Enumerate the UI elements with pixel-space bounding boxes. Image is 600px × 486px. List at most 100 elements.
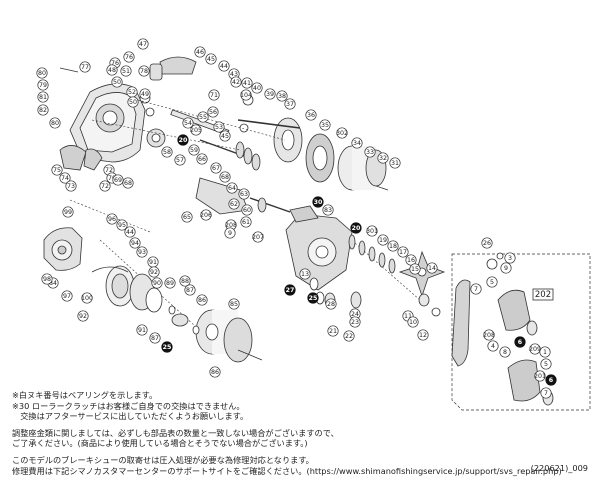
part-number: 45 bbox=[221, 133, 229, 140]
part-label-circle bbox=[219, 171, 231, 183]
part-label-circle bbox=[500, 262, 512, 274]
part-label-circle bbox=[218, 60, 230, 72]
part-label-circle bbox=[364, 146, 376, 158]
part-label-circle bbox=[417, 329, 429, 341]
badge-circle bbox=[161, 341, 173, 353]
part-label-circle bbox=[207, 106, 219, 118]
part-label: 80 bbox=[49, 117, 61, 129]
part-label: 41 bbox=[241, 77, 253, 89]
part-label: 50 bbox=[111, 76, 123, 88]
part-label-circle bbox=[137, 38, 149, 50]
part-number: 46 bbox=[196, 49, 204, 56]
part-label: 61 bbox=[240, 216, 252, 228]
part-number: 82 bbox=[39, 107, 47, 114]
part-label-circle bbox=[190, 124, 202, 136]
part-number: 208 bbox=[483, 332, 495, 339]
main-gear bbox=[273, 117, 303, 163]
part-number: 5 bbox=[544, 361, 548, 368]
part-label: 75 bbox=[51, 164, 63, 176]
part-label-circle bbox=[200, 209, 212, 221]
bearings-lower bbox=[309, 277, 362, 309]
badge-number: 30 bbox=[314, 199, 323, 206]
part-label: 5 bbox=[486, 276, 498, 288]
badge-number: 6 bbox=[518, 339, 523, 346]
part-label: 96 bbox=[106, 213, 118, 225]
note-line: ご了承ください。(商品により使用している場合とそうでない場合がございます。) bbox=[12, 438, 308, 449]
part-label: 302 bbox=[336, 127, 348, 139]
part-label: 207 bbox=[252, 231, 264, 243]
badge-circle bbox=[177, 134, 189, 146]
part-label: 12 bbox=[417, 329, 429, 341]
badge-circle bbox=[312, 196, 324, 208]
part-label-circle bbox=[226, 182, 238, 194]
part-label: 7 bbox=[540, 387, 552, 399]
part-label: 94 bbox=[129, 237, 141, 249]
part-label: 31 bbox=[389, 157, 401, 169]
part-label-circle bbox=[349, 316, 361, 328]
part-number: 3 bbox=[508, 255, 512, 262]
part-label: 24 bbox=[349, 308, 361, 320]
part-label: 74 bbox=[59, 172, 71, 184]
part-label-circle bbox=[161, 146, 173, 158]
part-number: 100 bbox=[81, 295, 93, 302]
part-number: 17 bbox=[399, 249, 407, 256]
special-part-badge: 20 bbox=[177, 134, 189, 146]
part-number: 86 bbox=[198, 297, 206, 304]
part-number: 52 bbox=[128, 89, 136, 96]
part-label-circle bbox=[116, 219, 128, 231]
part-label: 99 bbox=[62, 206, 74, 218]
badge-number: 6 bbox=[549, 377, 554, 384]
part-number: 68 bbox=[221, 174, 229, 181]
main-frame-right bbox=[285, 205, 353, 291]
part-label: 55 bbox=[197, 111, 209, 123]
part-label: 205 bbox=[190, 124, 202, 136]
part-number: 15 bbox=[411, 266, 419, 273]
part-number: 9 bbox=[504, 265, 508, 272]
part-label: 39 bbox=[264, 88, 276, 100]
part-number: 67 bbox=[212, 165, 220, 172]
item-202-box bbox=[532, 288, 554, 301]
part-label: 9 bbox=[500, 262, 512, 274]
part-label-circle bbox=[343, 330, 355, 342]
special-part-badge: 25 bbox=[161, 341, 173, 353]
part-number: 87 bbox=[186, 287, 194, 294]
part-label: 17 bbox=[397, 246, 409, 258]
part-number: 80 bbox=[51, 120, 59, 127]
note-line: ※白ヌキ番号はベアリングを示します。 bbox=[12, 390, 158, 400]
part-number: 71 bbox=[210, 92, 218, 99]
part-number: 75 bbox=[53, 167, 61, 174]
handle-knob-left bbox=[59, 145, 103, 171]
part-label-circle bbox=[59, 172, 71, 184]
part-label-circle bbox=[241, 204, 253, 216]
part-label-circle bbox=[252, 231, 264, 243]
part-number: 72 bbox=[101, 183, 109, 190]
special-part-badge: 20 bbox=[350, 222, 362, 234]
part-number: 301 bbox=[366, 228, 378, 235]
part-number: 93 bbox=[138, 249, 146, 256]
part-label: 23 bbox=[349, 316, 361, 328]
part-number: 62 bbox=[230, 201, 238, 208]
part-label-circle bbox=[197, 111, 209, 123]
part-label-circle bbox=[238, 188, 250, 200]
part-number: 22 bbox=[345, 333, 353, 340]
part-label: 10 bbox=[407, 316, 419, 328]
part-number: 40 bbox=[253, 85, 261, 92]
part-number: 207 bbox=[252, 234, 264, 241]
part-number: 104 bbox=[240, 92, 252, 99]
badge-number: 25 bbox=[163, 344, 172, 351]
part-label-circle bbox=[182, 117, 194, 129]
part-number: 76 bbox=[125, 54, 133, 61]
part-label: 40 bbox=[251, 82, 263, 94]
part-number: 99 bbox=[64, 209, 72, 216]
part-number: 89 bbox=[166, 280, 174, 287]
notes-block: ※白ヌキ番号はベアリングを示します。 ※30 ローラークラッチはお客様ご自身での… bbox=[12, 390, 572, 476]
part-number: 21 bbox=[329, 328, 337, 335]
part-label: 81 bbox=[37, 91, 49, 103]
part-number: 36 bbox=[307, 112, 315, 119]
part-number: 208 bbox=[225, 222, 237, 229]
part-label-circle bbox=[65, 180, 77, 192]
part-label-circle bbox=[174, 154, 186, 166]
part-label-circle bbox=[205, 53, 217, 65]
part-number: 94 bbox=[131, 240, 139, 247]
part-label: 68 bbox=[219, 171, 231, 183]
